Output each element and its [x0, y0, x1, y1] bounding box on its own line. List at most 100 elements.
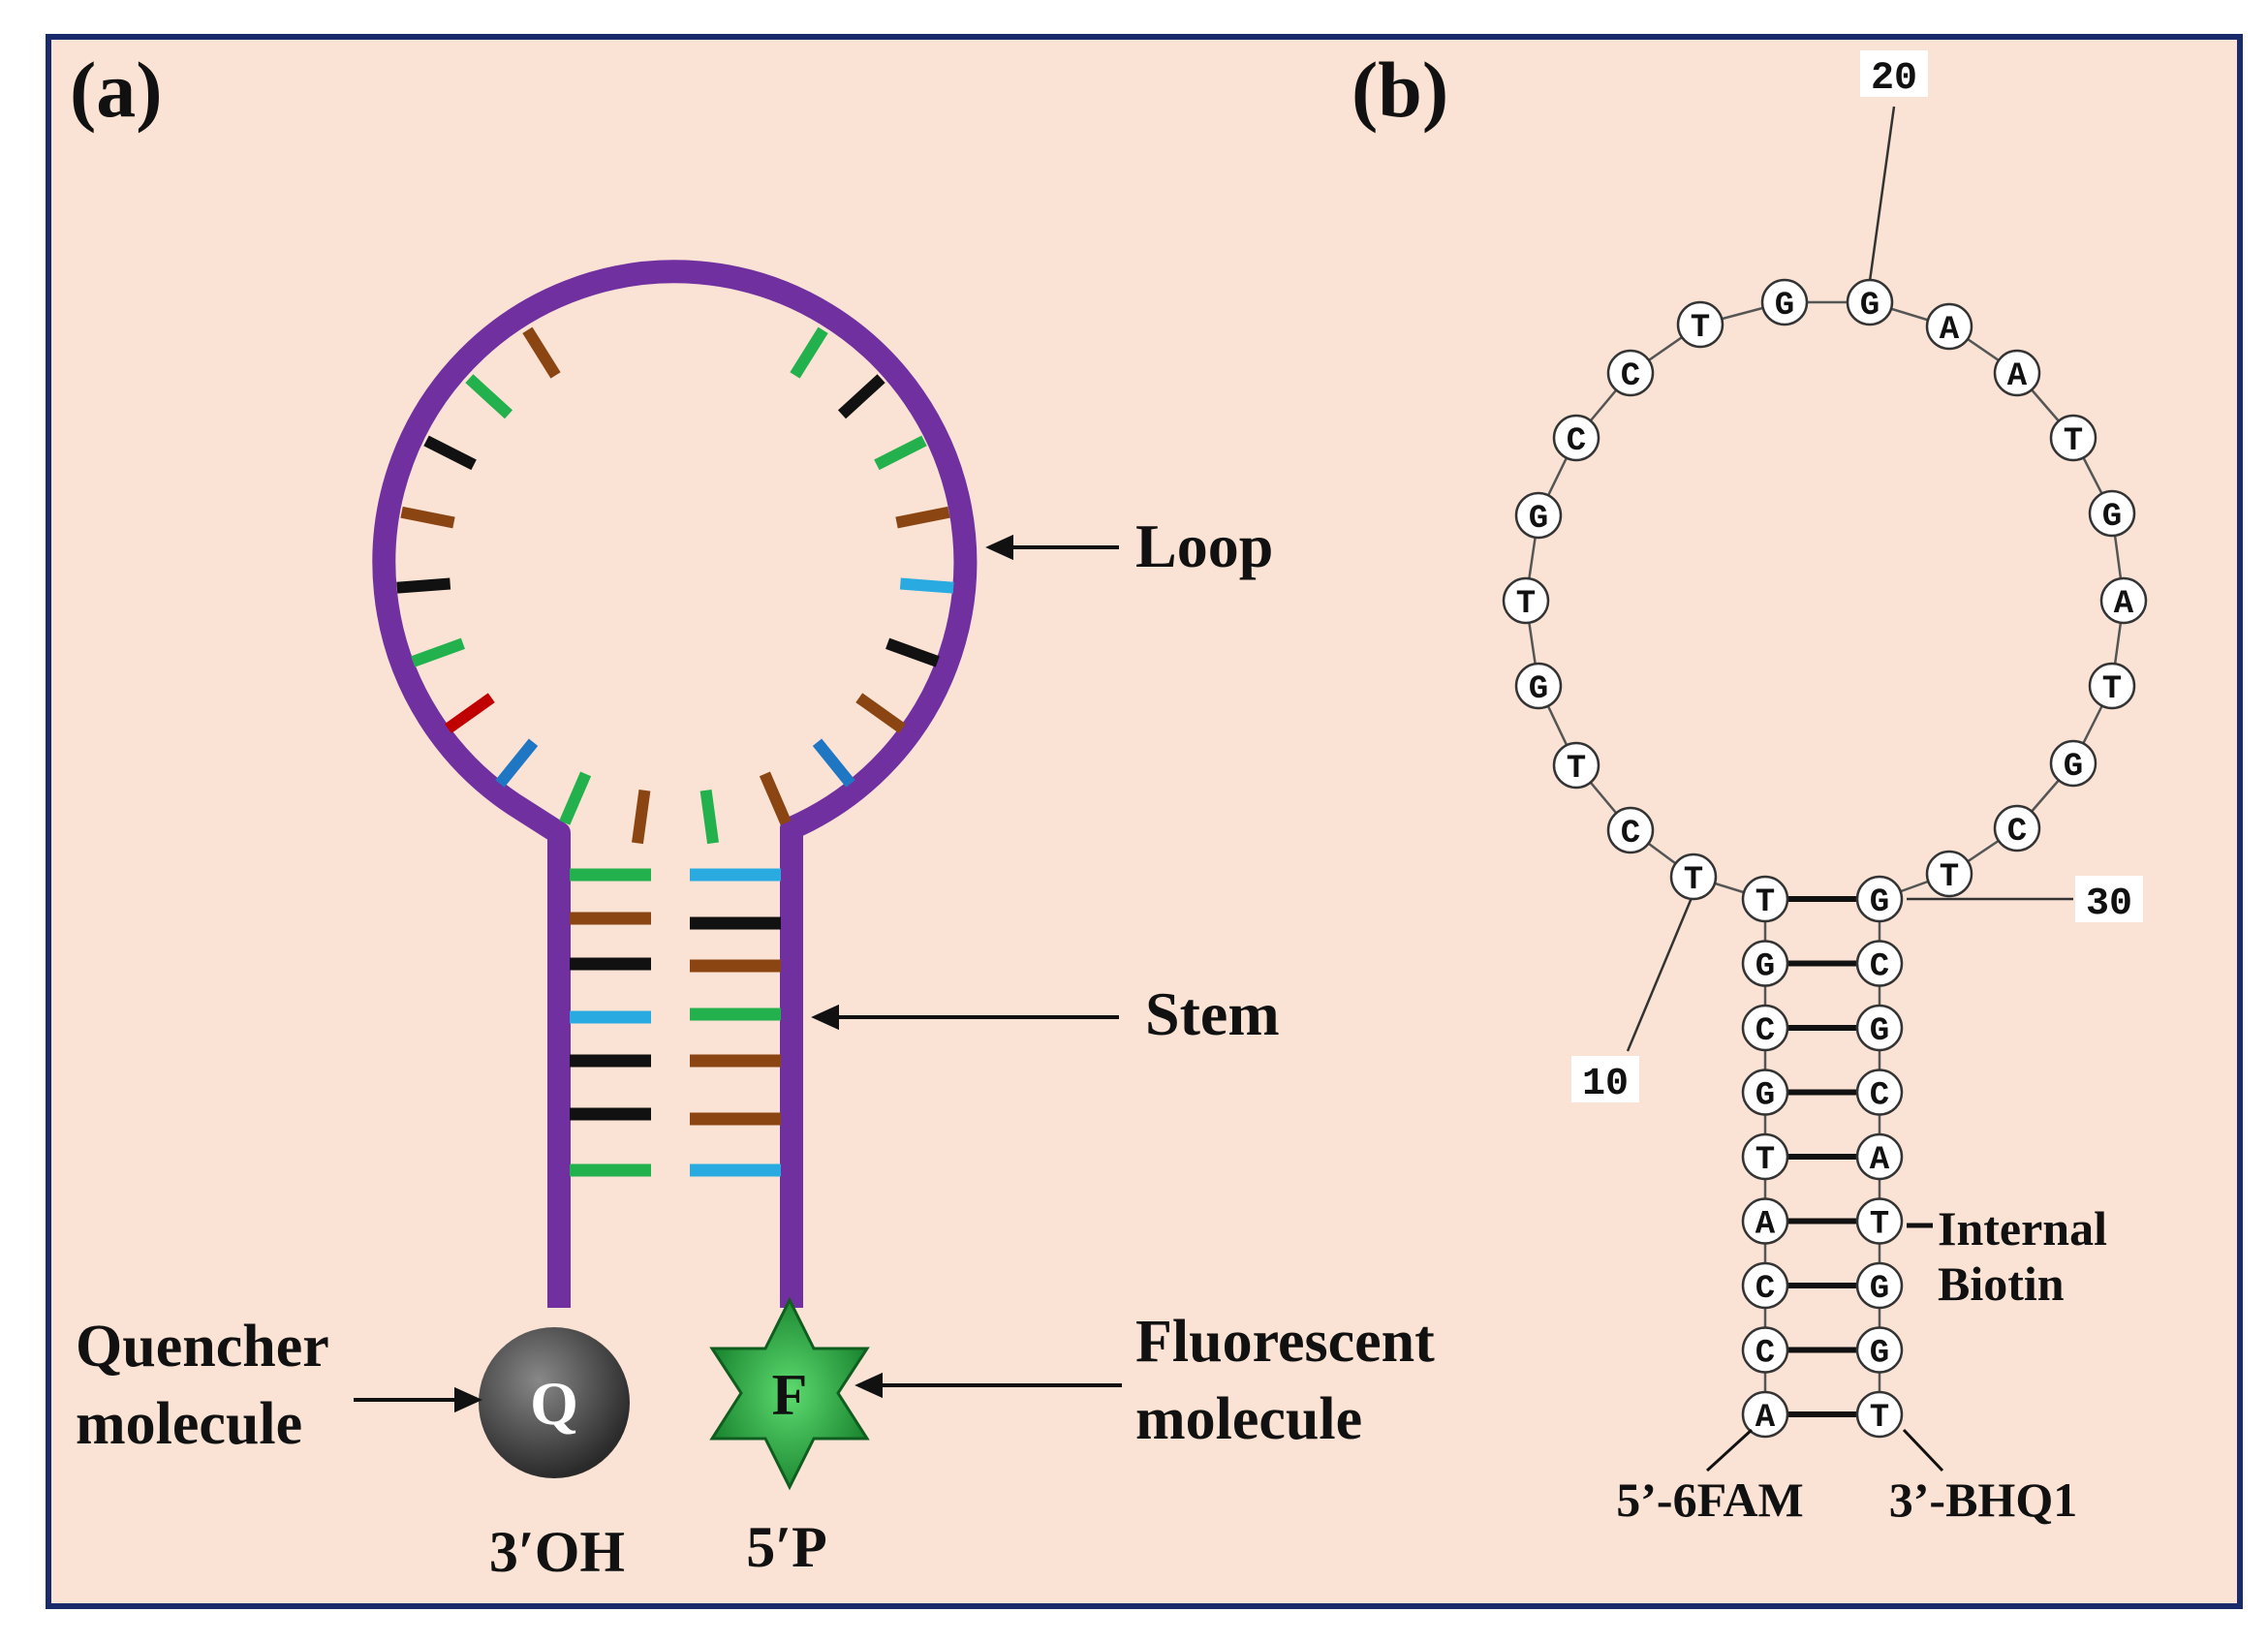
nucleotide-circle	[1855, 1004, 1904, 1052]
end-3prime-label-b: 3’-BHQ1	[1889, 1472, 2077, 1527]
nucleotide: G	[1514, 662, 1563, 710]
nucleotide: A	[1993, 349, 2041, 397]
nucleotide-letter: T	[1940, 859, 1959, 896]
nucleotide-circle	[1855, 1197, 1904, 1245]
nucleotide-letter: G	[1870, 1271, 1889, 1308]
stem-bases	[570, 868, 781, 1177]
fluorophore-symbol: F	[772, 1363, 808, 1427]
nucleotide: C	[1855, 1069, 1904, 1116]
loop-base	[465, 374, 513, 419]
number-leaders	[1626, 106, 2073, 1052]
nucleotide-circle	[1855, 1069, 1904, 1116]
nucleotide: C	[1993, 804, 2041, 852]
loop-backbone	[1524, 300, 2126, 901]
nucleotide-letter: G	[1775, 288, 1794, 325]
fluorescent-arrowhead	[854, 1372, 883, 1399]
nucleotide-circle	[2099, 576, 2148, 625]
nucleotide-letter: T	[1870, 1400, 1889, 1437]
nucleotide-circle	[1741, 1132, 1789, 1181]
nucleotide: A	[1741, 1197, 1789, 1245]
nucleotide: C	[1741, 1326, 1789, 1374]
nucleotide-circle	[1741, 1326, 1789, 1374]
nucleotide-letter: G	[1870, 1013, 1889, 1050]
internal-label: Internal	[1938, 1201, 2107, 1256]
nucleotide-letter: T	[1755, 1142, 1775, 1179]
nucleotide-letter: C	[1870, 949, 1889, 986]
nucleotide-letter: T	[1755, 884, 1775, 921]
end-5prime-label-b: 5’-6FAM	[1616, 1472, 1803, 1527]
nucleotide: G	[1514, 491, 1563, 540]
nucleotide-circle	[1925, 302, 1973, 351]
nucleotide-circle	[1846, 278, 1894, 326]
nucleotide-circle	[2088, 489, 2136, 538]
number-20: 20	[1871, 57, 1917, 101]
loop-base	[632, 790, 651, 845]
loop-base	[522, 326, 561, 379]
nucleotide: G	[1855, 1326, 1904, 1374]
nucleotide-circle	[1552, 414, 1600, 462]
nucleotide-circle	[1855, 1261, 1904, 1310]
loop-base	[400, 506, 455, 529]
loop-base	[444, 693, 495, 734]
stem-arrowhead	[811, 1004, 839, 1031]
nucleotide-circle	[2049, 414, 2097, 462]
arrows	[354, 534, 1122, 1413]
nucleotide-circle	[1669, 852, 1718, 901]
nucleotide-letter: C	[1870, 1078, 1889, 1115]
nucleotide-letter: C	[2007, 814, 2027, 851]
hairpin-backbone	[372, 260, 978, 1308]
nucleotide: G	[2088, 489, 2136, 538]
nucleotide-letter: G	[2064, 749, 2083, 786]
number-10: 10	[1582, 1063, 1629, 1106]
nucleotide-circle	[1676, 300, 1724, 349]
nucleotide-circle	[1502, 576, 1550, 625]
leader-5prime	[1705, 1428, 1754, 1472]
nucleotide-letter: G	[1860, 288, 1880, 325]
nucleotide: T	[1552, 741, 1600, 790]
nucleotide-letter: T	[1567, 751, 1586, 788]
nucleotide-letter: C	[1621, 358, 1640, 395]
nucleotide: G	[2049, 739, 2097, 788]
nucleotide: T	[1741, 1132, 1789, 1181]
nucleotide-letter: C	[1755, 1013, 1775, 1050]
nucleotide: G	[1846, 278, 1894, 326]
nucleotide-letter: G	[2102, 499, 2122, 536]
nucleotide-circle	[1552, 741, 1600, 790]
nucleotide: T	[2088, 662, 2136, 710]
nucleotide-circle	[1741, 875, 1789, 923]
leader-3prime	[1902, 1428, 1944, 1472]
nucleotide-letter: T	[2102, 671, 2122, 708]
nucleotide: C	[1855, 940, 1904, 987]
number-20-bg	[1860, 50, 1928, 97]
nucleotide: T	[1669, 852, 1718, 901]
quencher-symbol: Q	[530, 1369, 578, 1438]
loop-base	[559, 771, 592, 825]
biotin-label: Biotin	[1938, 1256, 2065, 1311]
nucleotide: G	[1855, 875, 1904, 923]
nucleotide: C	[1606, 806, 1655, 854]
nucleotide: G	[1741, 1069, 1789, 1116]
nucleotide: G	[1855, 1261, 1904, 1310]
nucleotide: G	[1760, 278, 1809, 326]
end-5prime-label: 5′P	[746, 1515, 827, 1579]
nucleotide: T	[1855, 1197, 1904, 1245]
nucleotide-letter: T	[1516, 586, 1536, 623]
nucleotide: A	[1741, 1390, 1789, 1439]
nucleotide: A	[2099, 576, 2148, 625]
panel-a-label: (a)	[70, 46, 163, 134]
nucleotide-letter: C	[1567, 423, 1586, 460]
loop-label: Loop	[1135, 512, 1273, 580]
nucleotide-circle	[1855, 940, 1904, 987]
nucleotide-letter: G	[1529, 671, 1548, 708]
number-30: 30	[2086, 883, 2132, 926]
nucleotide-circle	[1741, 1069, 1789, 1116]
nucleotide-circle	[1855, 1326, 1904, 1374]
nucleotide: T	[1925, 850, 1973, 898]
quencher-label-line2: molecule	[76, 1391, 302, 1457]
loop-base	[895, 506, 950, 529]
nucleotide-letter: G	[1870, 884, 1889, 921]
nucleotide-circle	[1741, 1197, 1789, 1245]
